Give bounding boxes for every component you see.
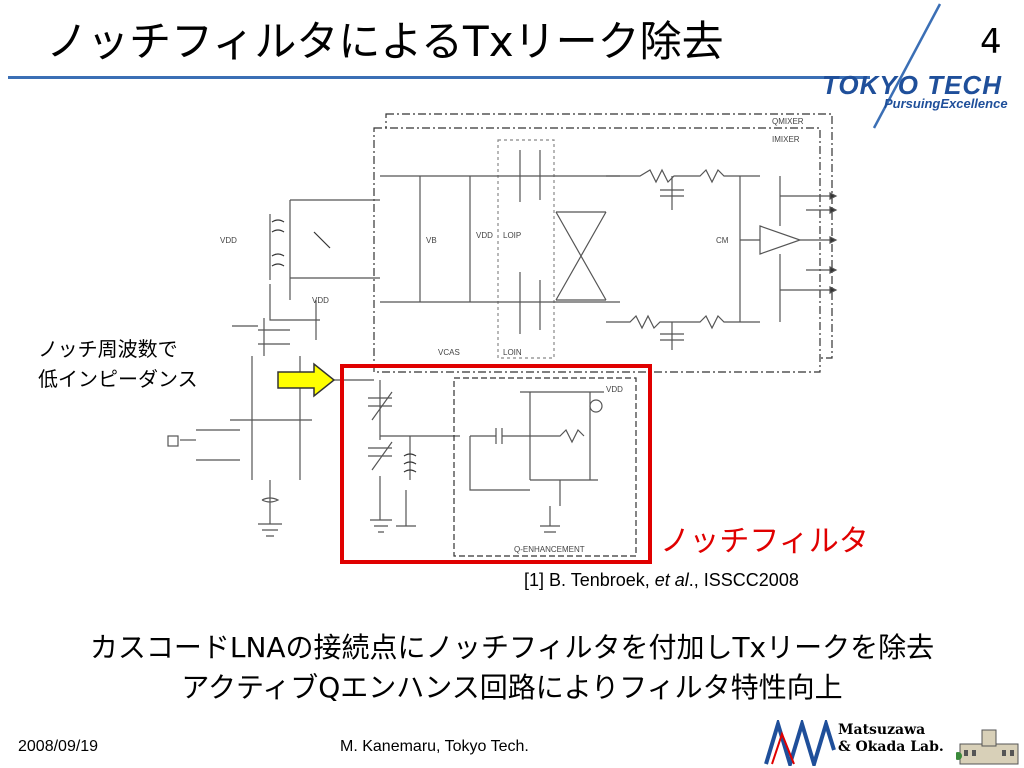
caption-line-2: アクティブQエンハンス回路によりフィルタ特性向上 bbox=[181, 671, 843, 704]
page-number: 4 bbox=[980, 22, 1002, 62]
citation: [1] B. Tenbroek, et al., ISSCC2008 bbox=[524, 570, 799, 591]
citation-prefix: [1] B. Tenbroek, bbox=[524, 570, 655, 590]
label-vcas: VCAS bbox=[438, 348, 460, 357]
label-cm: CM bbox=[716, 236, 729, 245]
logo-tagline: PursuingExcellence bbox=[884, 96, 1008, 111]
notch-filter-label: ノッチフィルタ bbox=[660, 524, 869, 559]
title-underline bbox=[8, 76, 870, 79]
annotation-low-impedance: ノッチ周波数で 低インピーダンス bbox=[38, 334, 198, 394]
label-vdd-mixer: VDD bbox=[476, 231, 493, 240]
lab-name-line-1: Matsuzawa bbox=[838, 722, 926, 738]
building-icon bbox=[956, 729, 1019, 765]
footer-date: 2008/09/19 bbox=[18, 738, 99, 755]
logo: TOKYO TECH bbox=[822, 70, 1002, 100]
label-loin: LOIN bbox=[503, 348, 522, 357]
label-qmixer: QMIXER bbox=[772, 117, 804, 126]
label-imixer: IMIXER bbox=[772, 135, 800, 144]
notch-filter-highlight bbox=[340, 364, 652, 564]
annotation-line-1: ノッチ周波数で bbox=[38, 337, 178, 361]
citation-italic: et al bbox=[654, 570, 689, 590]
annotation-line-2: 低インピーダンス bbox=[38, 367, 198, 391]
label-q-enhancement: Q-ENHANCEMENT bbox=[514, 545, 585, 554]
lab-name-line-2: & Okada Lab. bbox=[838, 739, 944, 755]
label-loip: LOIP bbox=[503, 231, 521, 240]
caption-line-1: カスコードLNAの接続点にノッチフィルタを付加しTxリークを除去 bbox=[89, 631, 935, 664]
label-vdd-left: VDD bbox=[220, 236, 237, 245]
footer-author: M. Kanemaru, Tokyo Tech. bbox=[340, 738, 529, 755]
label-vdd-lna: VDD bbox=[312, 296, 329, 305]
slide-title: ノッチフィルタによるTxリーク除去 bbox=[46, 17, 724, 66]
lab-name: Matsuzawa & Okada Lab. bbox=[838, 722, 944, 756]
label-vb: VB bbox=[426, 236, 437, 245]
logo-slash-icon bbox=[872, 3, 942, 129]
lab-logo-icon bbox=[764, 720, 836, 766]
label-vdd-q: VDD bbox=[606, 385, 623, 394]
citation-suffix: ., ISSCC2008 bbox=[688, 570, 799, 590]
yellow-arrow-icon bbox=[277, 362, 336, 398]
